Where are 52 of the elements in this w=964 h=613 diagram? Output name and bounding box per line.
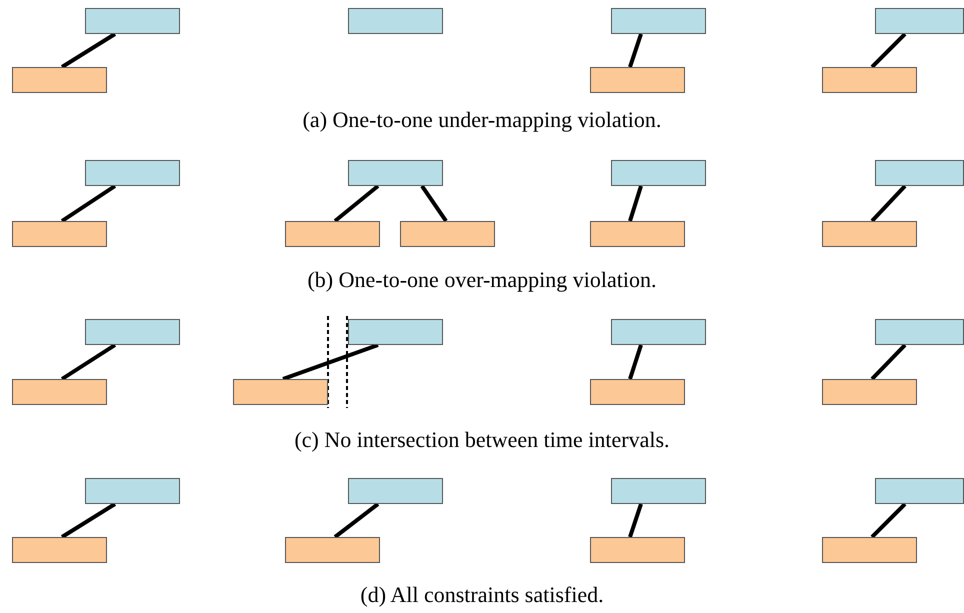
upper-box (348, 478, 443, 504)
lower-box (12, 537, 107, 563)
upper-box (875, 478, 964, 504)
upper-box (85, 8, 180, 34)
upper-box (348, 319, 443, 345)
lower-box (590, 67, 685, 93)
lower-box (400, 221, 495, 247)
connector-line (870, 344, 906, 380)
upper-box (875, 160, 964, 186)
lower-box (12, 379, 107, 405)
lower-box (12, 67, 107, 93)
panel-caption: (b) One-to-one over-mapping violation. (307, 267, 656, 293)
connector-line (628, 503, 643, 538)
lower-box (285, 537, 380, 563)
lower-box (285, 221, 380, 247)
lower-box (590, 379, 685, 405)
lower-box (822, 221, 917, 247)
connector-line (870, 184, 906, 222)
connector-line (334, 184, 380, 223)
upper-box (875, 8, 964, 34)
upper-box (85, 160, 180, 186)
connector-line (334, 502, 380, 539)
connector-line (60, 32, 116, 69)
connector-line (60, 184, 116, 223)
connector-line (870, 502, 906, 538)
upper-box (348, 160, 443, 186)
upper-box (348, 8, 443, 34)
upper-box (611, 478, 706, 504)
lower-box (822, 537, 917, 563)
connector-line (420, 184, 448, 222)
connector-line (628, 185, 643, 222)
upper-box (611, 160, 706, 186)
upper-box (85, 478, 180, 504)
connector-line (628, 33, 643, 68)
upper-box (611, 8, 706, 34)
connector-line (60, 343, 116, 381)
panel-caption: (c) No intersection between time intervals. (294, 427, 670, 453)
lower-box (590, 221, 685, 247)
lower-box (12, 221, 107, 247)
lower-box (233, 379, 328, 405)
connector-line (628, 344, 643, 380)
upper-box (875, 319, 964, 345)
lower-box (822, 67, 917, 93)
connector-line (870, 32, 906, 68)
lower-box (590, 537, 685, 563)
panel-caption: (d) All constraints satisfied. (360, 582, 604, 608)
connector-line (60, 502, 116, 539)
lower-box (822, 379, 917, 405)
panel-caption: (a) One-to-one under-mapping violation. (302, 107, 662, 133)
upper-box (85, 319, 180, 345)
upper-box (611, 319, 706, 345)
connector-line (282, 343, 379, 381)
